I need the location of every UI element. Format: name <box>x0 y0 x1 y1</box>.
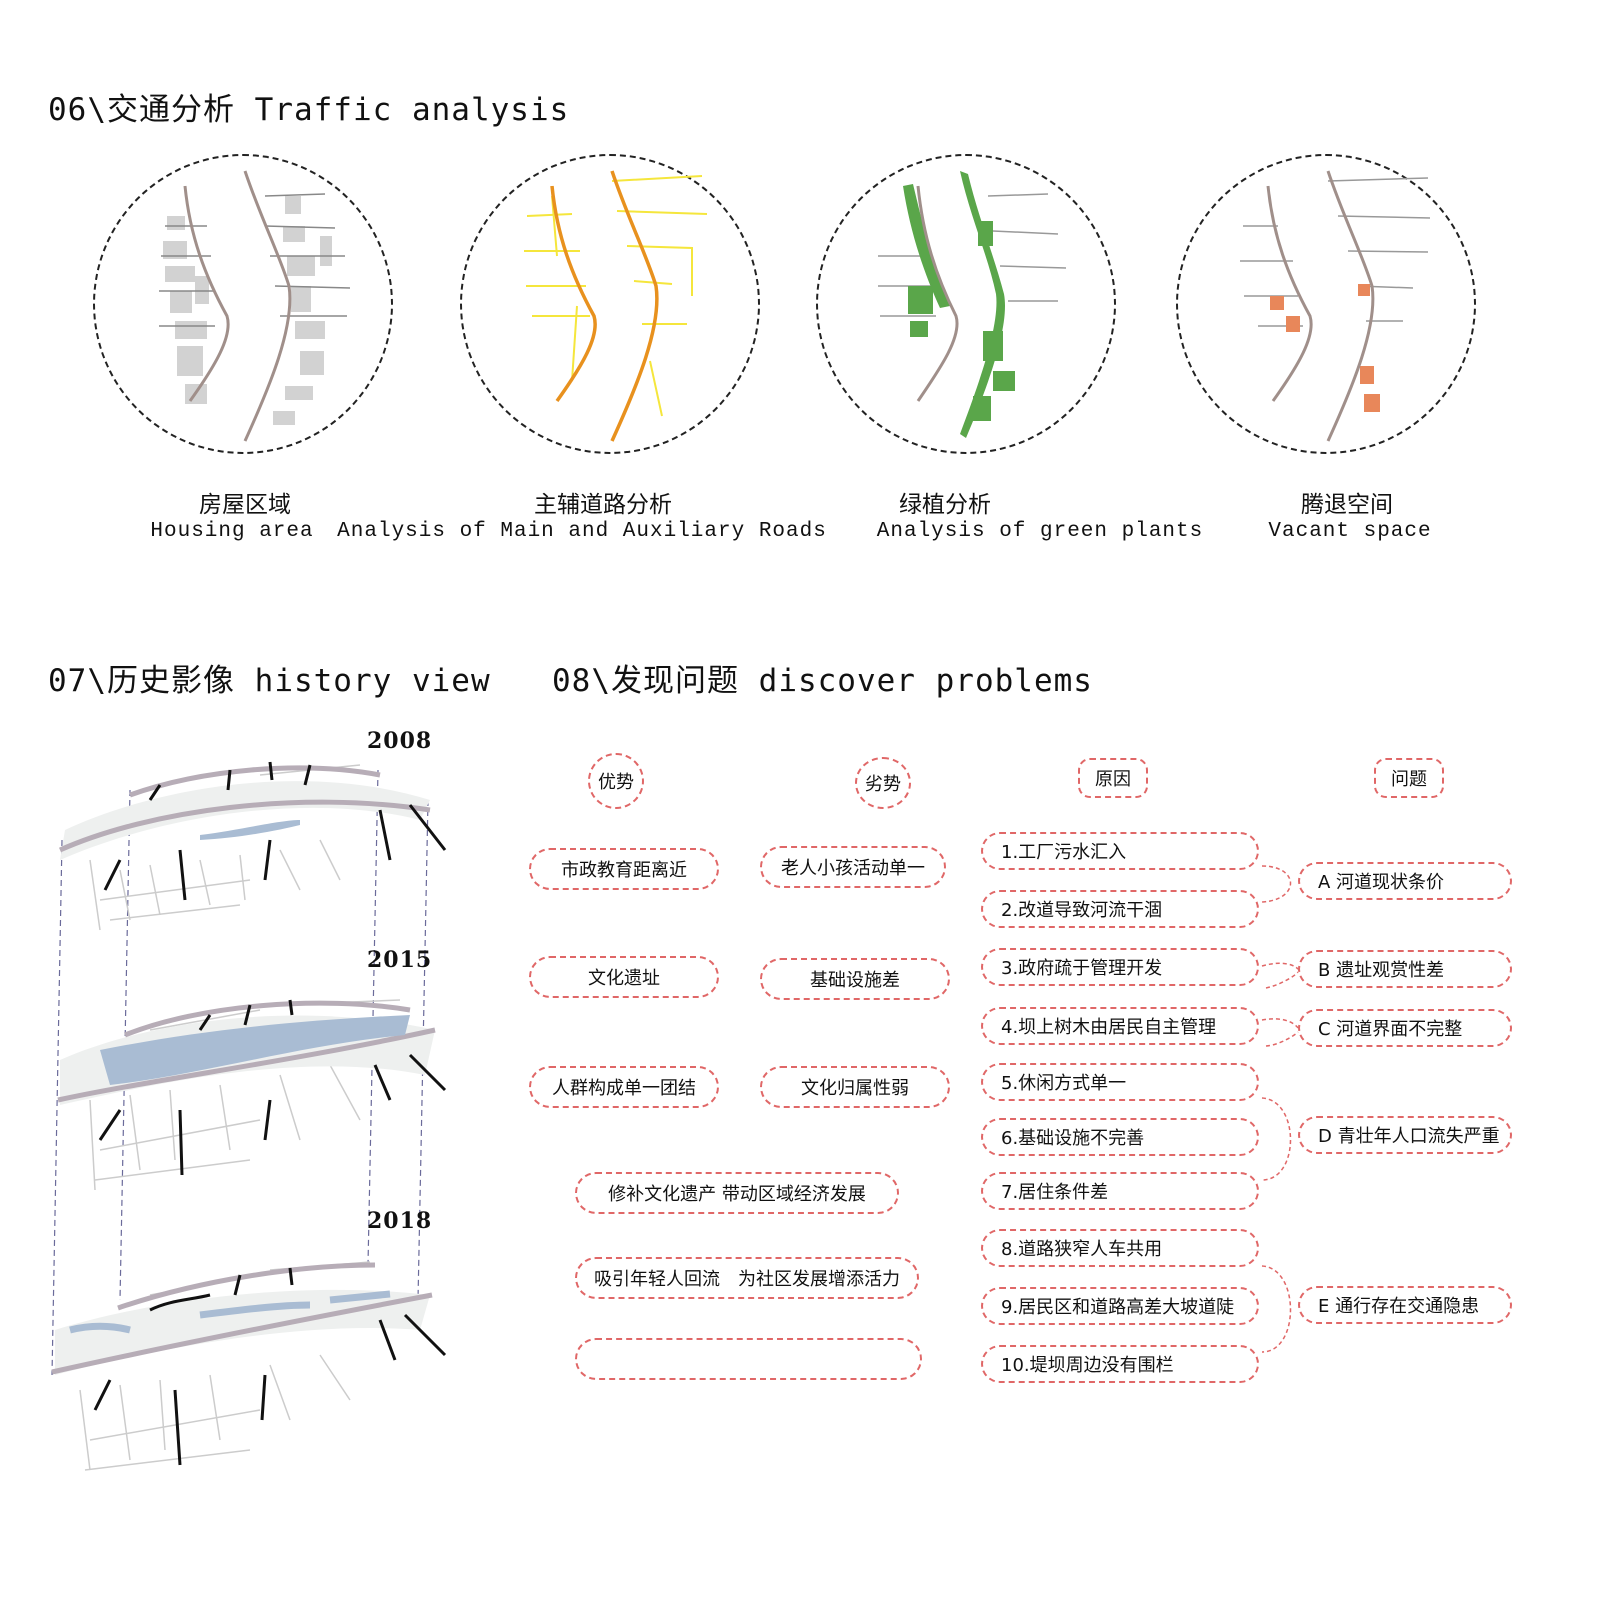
caption-roads-cn: 主辅道路分析 <box>534 492 672 518</box>
cause-item: 10.堤坝周边没有围栏 <box>981 1345 1259 1383</box>
caption-roads-en: Analysis of Main and Auxiliary Roads <box>337 520 827 543</box>
strategy-item: 吸引年轻人回流 为社区发展增添活力 <box>575 1257 919 1299</box>
roads-analysis-diagram <box>460 154 760 454</box>
cause-item: 7.居住条件差 <box>981 1172 1259 1210</box>
advantage-item: 人群构成单一团结 <box>529 1066 719 1108</box>
advantage-item: 市政教育距离近 <box>529 848 719 890</box>
cause-item: 9.居民区和道路高差大坡道陡 <box>981 1287 1259 1325</box>
caption-housing-cn: 房屋区域 <box>199 492 291 518</box>
history-view-title: 07\历史影像 history view <box>48 663 491 699</box>
problem-item: A 河道现状条价 <box>1298 862 1512 900</box>
cause-item: 1.工厂污水汇入 <box>981 832 1259 870</box>
problems-header: 问题 <box>1374 758 1444 798</box>
cause-item: 2.改道导致河流干涸 <box>981 890 1259 928</box>
causes-header: 原因 <box>1078 758 1148 798</box>
caption-vacant-en: Vacant space <box>1268 520 1432 543</box>
year-label-2018: 2018 <box>367 1208 433 1234</box>
disadvantage-item: 文化归属性弱 <box>760 1066 950 1108</box>
caption-vacant-cn: 腾退空间 <box>1301 492 1393 518</box>
green-plants-diagram <box>816 154 1116 454</box>
problem-item: B 遗址观赏性差 <box>1298 950 1512 988</box>
layer-2018 <box>51 1261 447 1471</box>
vacant-space-diagram <box>1176 154 1476 454</box>
problem-item: C 河道界面不完整 <box>1298 1009 1512 1047</box>
problem-item: E 通行存在交通隐患 <box>1298 1286 1512 1324</box>
layer-2008 <box>58 761 447 931</box>
caption-green-en: Analysis of green plants <box>876 520 1204 543</box>
traffic-analysis-title: 06\交通分析 Traffic analysis <box>48 92 570 128</box>
disadvantage-item: 老人小孩活动单一 <box>760 846 946 888</box>
cause-item: 8.道路狭窄人车共用 <box>981 1229 1259 1267</box>
strategy-item: 修补文化遗产 带动区域经济发展 <box>575 1172 899 1214</box>
caption-housing-en: Housing area <box>150 520 314 543</box>
advantages-header: 优势 <box>588 753 644 809</box>
problem-item: D 青壮年人口流失严重 <box>1298 1116 1512 1154</box>
cause-item: 6.基础设施不完善 <box>981 1118 1259 1156</box>
layer-2015 <box>57 999 447 1191</box>
strategy-item <box>575 1338 922 1380</box>
discover-problems-title: 08\发现问题 discover problems <box>552 663 1093 699</box>
caption-green-cn: 绿植分析 <box>899 492 991 518</box>
cause-item: 4.坝上树木由居民自主管理 <box>981 1007 1259 1045</box>
year-label-2015: 2015 <box>367 947 433 973</box>
advantage-item: 文化遗址 <box>529 956 719 998</box>
disadvantage-item: 基础设施差 <box>760 958 950 1000</box>
cause-item: 5.休闲方式单一 <box>981 1063 1259 1101</box>
cause-item: 3.政府疏于管理开发 <box>981 948 1259 986</box>
disadvantages-header: 劣势 <box>855 757 911 809</box>
year-label-2008: 2008 <box>367 728 433 754</box>
housing-area-diagram <box>93 154 393 454</box>
